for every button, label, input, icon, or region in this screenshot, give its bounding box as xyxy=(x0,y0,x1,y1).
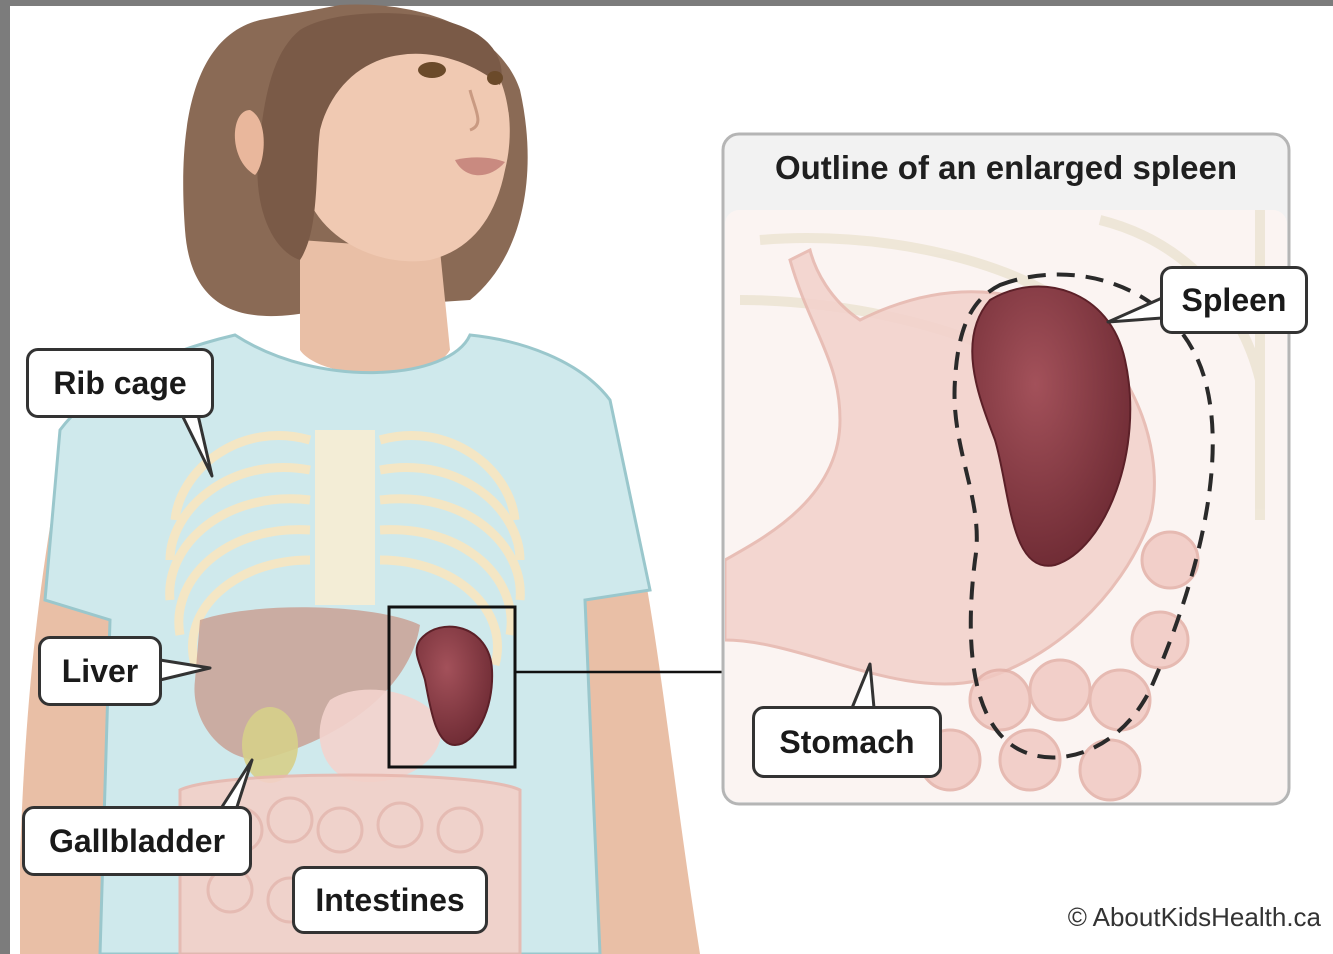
label-rib-cage: Rib cage xyxy=(26,348,214,418)
eye-right xyxy=(487,71,503,85)
eye-left xyxy=(418,62,446,78)
label-stomach: Stomach xyxy=(752,706,942,778)
credit: © AboutKidsHealth.ca xyxy=(1068,902,1321,933)
inset-title: Outline of an enlarged spleen xyxy=(723,136,1289,200)
gallbladder xyxy=(242,707,298,783)
label-spleen: Spleen xyxy=(1160,266,1308,334)
label-intestines: Intestines xyxy=(292,866,488,934)
label-liver: Liver xyxy=(38,636,162,706)
label-gallbladder: Gallbladder xyxy=(22,806,252,876)
